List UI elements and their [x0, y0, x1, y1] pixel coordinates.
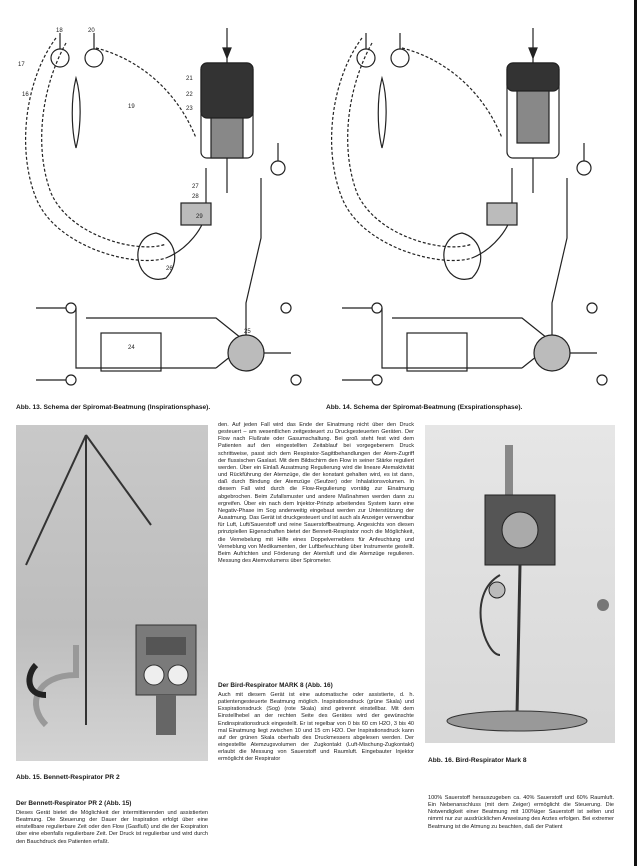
bird-heading: Der Bird-Respirator MARK 8 (Abb. 16) [218, 682, 333, 689]
svg-text:26: 26 [166, 266, 173, 272]
svg-text:22: 22 [186, 92, 193, 98]
svg-text:18: 18 [56, 28, 63, 34]
bennett-paragraph: Dieses Gerät bietet die Möglichkeit der … [16, 810, 208, 845]
middle-column-text: den. Auf jeden Fall wird das Ende der Ei… [218, 422, 414, 676]
figure-16-photo [425, 425, 615, 743]
middle-paragraph: den. Auf jeden Fall wird das Ende der Ei… [218, 422, 414, 564]
svg-text:24: 24 [128, 345, 135, 351]
figure-16-caption: Abb. 16. Bird-Respirator Mark 8 [428, 757, 527, 764]
bennett-respirator-illustration [25, 434, 197, 735]
svg-text:19: 19 [128, 104, 135, 110]
svg-text:20: 20 [88, 28, 95, 34]
bird-respirator-illustration [446, 445, 609, 732]
figure-14-caption: Abb. 14. Schema der Spiromat-Beatmung (E… [326, 404, 523, 411]
svg-text:16: 16 [22, 92, 29, 98]
svg-text:17: 17 [18, 62, 25, 68]
right-column-text: 100% Sauerstoff herauszugeben ca. 40% Sa… [428, 795, 614, 862]
bird-paragraph: Auch mit diesem Gerät ist eine automatis… [218, 692, 414, 763]
svg-text:21: 21 [186, 76, 193, 82]
svg-text:27: 27 [192, 184, 199, 190]
right-paragraph: 100% Sauerstoff herauszugeben ca. 40% Sa… [428, 795, 614, 830]
bennett-heading: Der Bennett-Respirator PR 2 (Abb. 15) [16, 800, 132, 807]
figure-15-caption: Abb. 15. Bennett-Respirator PR 2 [16, 774, 120, 781]
svg-text:23: 23 [186, 106, 193, 112]
figure-13-caption: Abb. 13. Schema der Spiromat-Beatmung (I… [16, 404, 211, 411]
figure-13-diagram: 18 20 17 16 19 21 22 23 24 25 26 27 28 2… [18, 28, 302, 386]
svg-text:25: 25 [244, 329, 251, 335]
svg-text:29: 29 [196, 214, 203, 220]
bird-text: Auch mit diesem Gerät ist eine automatis… [218, 692, 414, 862]
figure-14-diagram [330, 28, 608, 386]
svg-text:28: 28 [192, 194, 199, 200]
page-edge-shadow [634, 0, 637, 866]
figure-15-photo [16, 425, 208, 761]
bennett-text: Dieses Gerät bietet die Möglichkeit der … [16, 810, 208, 862]
